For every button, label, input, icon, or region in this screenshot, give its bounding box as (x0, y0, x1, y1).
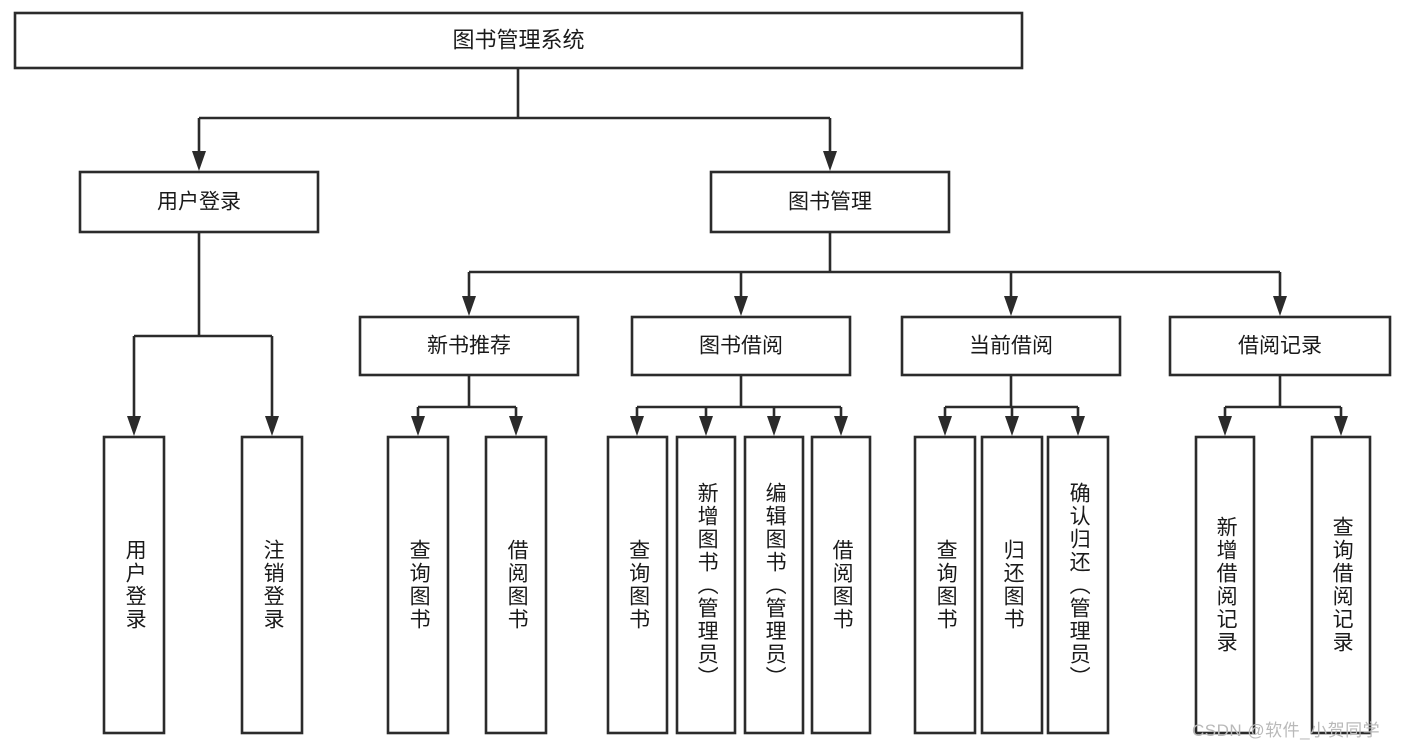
level3-box-0[interactable] (358, 315, 580, 377)
user-login-to-leaves-arrow-1 (265, 416, 279, 436)
level3-label-0: 新书推荐 (427, 335, 511, 358)
level3-box-2[interactable] (900, 315, 1122, 377)
borrow-to-leaves-arrow-2 (767, 416, 781, 436)
current-borrow-to-leaves-arrow-2 (1071, 416, 1085, 436)
borrow-to-leaves-arrow-0 (630, 416, 644, 436)
user-login-to-leaves-arrow-0 (127, 416, 141, 436)
root-label-0: 图书管理系统 (452, 27, 584, 52)
leaf-box-8[interactable] (913, 435, 977, 735)
borrow-record-to-leaves-arrow-1 (1334, 416, 1348, 436)
new-book-to-leaves-arrow-0 (411, 416, 425, 436)
borrow-to-leaves-arrow-1 (699, 416, 713, 436)
level2-label-0: 用户登录 (157, 191, 241, 214)
level3-label-1: 图书借阅 (699, 335, 783, 358)
leaf-box-2[interactable] (386, 435, 450, 735)
book-manage-to-level3-arrow-2 (1004, 296, 1018, 316)
root-to-level2-arrow-0 (192, 151, 206, 171)
leaf-box-3[interactable] (484, 435, 548, 735)
leaf-box-5[interactable] (675, 435, 737, 735)
leaf-box-10[interactable] (1046, 435, 1110, 735)
root-box-0[interactable] (13, 11, 1024, 70)
book-manage-to-level3-arrow-1 (734, 296, 748, 316)
level3-box-3[interactable] (1168, 315, 1392, 377)
leaf-box-6[interactable] (743, 435, 805, 735)
watermark: CSDN @软件_小贺同学 (1192, 721, 1381, 740)
leaf-box-1[interactable] (240, 435, 304, 735)
leaf-box-11[interactable] (1194, 435, 1256, 735)
borrow-record-to-leaves-arrow-0 (1218, 416, 1232, 436)
leaf-box-0[interactable] (102, 435, 166, 735)
level2-box-0[interactable] (78, 170, 320, 234)
book-manage-to-level3-arrow-3 (1273, 296, 1287, 316)
level3-box-1[interactable] (630, 315, 852, 377)
leaf-box-7[interactable] (810, 435, 872, 735)
root-to-level2-arrow-1 (823, 151, 837, 171)
leaf-box-12[interactable] (1310, 435, 1372, 735)
book-manage-to-level3-arrow-0 (462, 296, 476, 316)
level2-box-1[interactable] (709, 170, 951, 234)
new-book-to-leaves-arrow-1 (509, 416, 523, 436)
level2-label-1: 图书管理 (788, 191, 872, 214)
borrow-to-leaves-arrow-3 (834, 416, 848, 436)
level3-label-2: 当前借阅 (969, 335, 1053, 358)
connectors-layer (127, 68, 1348, 436)
leaf-box-4[interactable] (606, 435, 669, 735)
current-borrow-to-leaves-arrow-0 (938, 416, 952, 436)
current-borrow-to-leaves-arrow-1 (1005, 416, 1019, 436)
leaf-box-9[interactable] (980, 435, 1044, 735)
level3-label-3: 借阅记录 (1238, 335, 1322, 358)
